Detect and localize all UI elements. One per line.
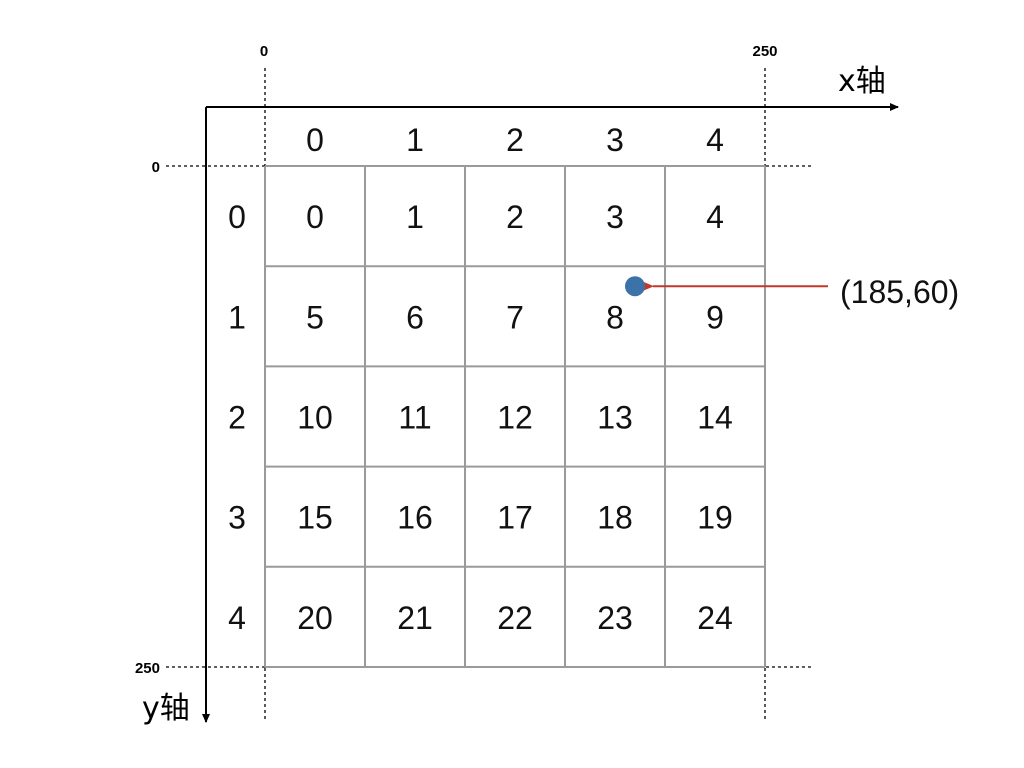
cell-number: 3 [606,199,624,235]
cell-number: 12 [497,400,533,436]
cell-number: 24 [697,600,733,636]
point-callout: (185,60) [625,274,959,310]
row-index-label: 1 [228,299,246,335]
column-index-labels: 0 1 2 3 4 [306,122,724,158]
cell-number: 13 [597,400,633,436]
y-start-label: 0 [152,159,160,176]
cell-number: 6 [406,299,424,335]
point-coordinate-label: (185,60) [840,274,959,310]
cell-number: 14 [697,400,733,436]
cell-number: 17 [497,500,533,536]
cell-number: 21 [397,600,433,636]
y-end-label: 250 [135,660,160,677]
cell-number: 10 [297,400,333,436]
cell-number: 1 [406,199,424,235]
row-index-label: 2 [228,400,246,436]
cell-number: 5 [306,299,324,335]
cell-number: 9 [706,299,724,335]
cell-number: 15 [297,500,333,536]
cell-number: 22 [497,600,533,636]
cell-number: 18 [597,500,633,536]
row-index-labels: 0 1 2 3 4 [228,199,246,636]
column-index-label: 2 [506,122,524,158]
cell-number: 11 [398,400,431,436]
cell-number: 4 [706,199,724,235]
column-index-label: 4 [706,122,724,158]
row-index-label: 0 [228,199,246,235]
cell-number: 16 [397,500,433,536]
point-marker [625,276,645,297]
grid-lines [264,165,766,668]
cell-number: 0 [306,199,324,235]
row-index-label: 4 [228,600,246,636]
x-axis-title: x轴 [838,64,886,99]
cell-number: 2 [506,199,524,235]
column-index-label: 1 [406,122,424,158]
row-index-label: 3 [228,500,246,536]
column-index-label: 0 [306,122,324,158]
y-axis-title: y轴 [142,691,190,726]
column-index-label: 3 [606,122,624,158]
cell-number: 23 [597,600,633,636]
cell-number: 20 [297,600,333,636]
cell-number: 8 [606,299,624,335]
cell-number: 19 [697,500,733,536]
cell-number: 7 [506,299,524,335]
x-start-label: 0 [260,43,268,60]
x-end-label: 250 [752,43,777,60]
